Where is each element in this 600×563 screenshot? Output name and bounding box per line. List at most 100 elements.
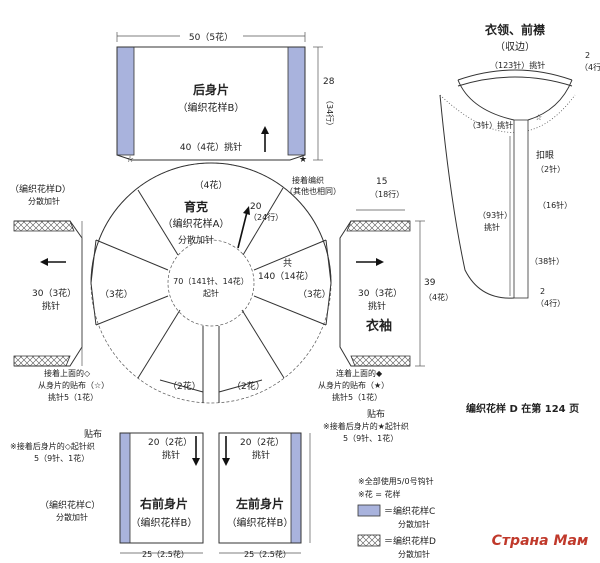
- right-sleeve-top-rows: （18行）: [370, 189, 404, 199]
- yoke-depth-cm: 20: [250, 202, 262, 212]
- right-front-top: 20（2花）: [148, 436, 192, 448]
- right-sleeve-length-cm: 39: [424, 278, 436, 288]
- yoke-title: 育克: [184, 199, 208, 214]
- collar-top-label: （123针）挑针: [490, 60, 545, 70]
- yoke-pattern: （编织花样A）: [163, 217, 230, 230]
- front-band: [513, 119, 529, 299]
- legend-d: ＝编织花样D: [384, 535, 436, 547]
- collar-left-label: （3针）挑针: [468, 120, 513, 130]
- back-height-cm: 28: [323, 77, 335, 87]
- right-front-pattern: （编织花样B）: [131, 516, 198, 529]
- patch-left-note-2: 5（9针、1花）: [34, 453, 89, 463]
- back-panel: 50（5花） 后身片 （编织花样B） 28 （34行） 40（4花）挑针 ☆ ★: [116, 31, 335, 165]
- left-sleeve-cont-1: 接着上面的◇: [44, 368, 91, 378]
- left-front-pickup: 挑针: [252, 449, 270, 461]
- left-sleeve-cont-3: 挑针5（1花）: [48, 392, 98, 402]
- svg-text:★: ★: [299, 155, 307, 165]
- yoke-upper-arc: [90, 162, 332, 284]
- pattern-d-ref: 编织花样 D 在第 124 页: [466, 402, 579, 415]
- flower-note: ※花 = 花样: [358, 489, 401, 499]
- back-height-rows: （34行）: [325, 96, 335, 130]
- left-sleeve-method: 分散加针: [28, 196, 60, 206]
- left-sleeve-pickup: 挑针: [42, 300, 60, 312]
- right-sleeve-cont-3: 挑针5（1花）: [332, 392, 382, 402]
- right-front-title: 右前身片: [139, 496, 188, 511]
- collar-bottom-edge-rows: （4行）: [536, 298, 565, 308]
- back-pickup-label: 40（4花）挑针: [180, 141, 242, 153]
- yoke-top-label: （4花）: [195, 179, 228, 191]
- yoke-center-sub: 起针: [203, 288, 219, 298]
- svg-text:☆: ☆: [535, 113, 542, 122]
- right-sleeve: 15 （18行） 衣袖 30（3花） 挑针 39 （4花） 连着上面的◆ 从身片…: [318, 177, 453, 402]
- buttonhole-stitches: （2针）: [536, 164, 565, 174]
- right-front-pattern-c: （编织花样C）: [40, 499, 100, 511]
- right-sleeve-cont-2: 从身片的贴布（★）: [318, 380, 389, 390]
- hook-note: ※全部使用5/0号钩针: [358, 476, 434, 486]
- left-sleeve-cont-2: 从身片的贴布（☆）: [38, 380, 109, 390]
- front-panels: 贴布 ※接着后身片的◇起针织 5（9针、1花） 贴布 ※接着后身片的★起针织 5…: [10, 408, 409, 559]
- yoke-center-label: 70（141针、14花）: [173, 276, 249, 286]
- patch-right-title: 贴布: [367, 408, 385, 420]
- patch-left-note-1: ※接着后身片的◇起针织: [10, 441, 95, 451]
- right-front-width: 25（2.5花）: [142, 549, 189, 559]
- right-front-arrow: [192, 458, 200, 466]
- right-front-pickup: 挑针: [162, 449, 180, 461]
- back-band-left: [116, 46, 135, 156]
- left-front-pattern: （编织花样B）: [227, 516, 294, 529]
- yoke-inner-circle: [167, 239, 255, 327]
- watermark-logo: Страна Мам: [492, 533, 589, 549]
- legend-d-sub: 分散加针: [398, 549, 430, 559]
- back-width-label: 50（5花）: [189, 31, 233, 43]
- right-sleeve-title: 衣袖: [366, 318, 392, 334]
- collar-edge-rows: （4行）: [580, 62, 600, 72]
- collar-subtitle: （収边）: [495, 41, 535, 53]
- left-sleeve: （编织花样D） 分散加针 30（3花） 挑针 接着上面的◇ 从身片的贴布（☆） …: [10, 183, 109, 402]
- right-front-outline: [119, 432, 204, 544]
- patch-right-note-2: 5（9针、1花）: [343, 433, 398, 443]
- left-sleeve-hatch-top: [13, 220, 75, 232]
- patch-right-note-1: ※接着后身片的★起针织: [323, 421, 409, 431]
- yoke-arrow: [243, 206, 250, 215]
- right-front-band: [119, 432, 131, 544]
- right-sleeve-hatch-bottom: [350, 355, 411, 367]
- back-band-right: [287, 46, 306, 156]
- left-sleeve-width: 30（3花）: [32, 287, 76, 299]
- patch-left-title: 贴布: [84, 428, 102, 440]
- collar-bottom-label: （38针）: [530, 256, 564, 266]
- right-sleeve-width: 30（3花）: [358, 287, 402, 299]
- left-front-outline: [218, 432, 302, 544]
- yoke: （4花） 育克 （编织花样A） 分散加针 20 （24行） 接着编织 （其他也相…: [90, 162, 341, 404]
- yoke-note-2: （其他也相同）: [285, 186, 341, 196]
- left-sleeve-arrow: [40, 258, 48, 266]
- right-sleeve-length-sets: （4花）: [424, 292, 453, 302]
- left-sleeve-hatch-bottom: [13, 355, 71, 367]
- collar-edge-cm: 2: [585, 51, 590, 60]
- right-sleeve-pickup: 挑针: [368, 300, 386, 312]
- collar-bottom-edge-cm: 2: [540, 287, 545, 296]
- yoke-bottom-right: （2花）: [232, 380, 265, 392]
- collar-title: 衣领、前襟: [485, 22, 545, 37]
- legend-d-swatch: [357, 534, 381, 547]
- svg-text:☆: ☆: [126, 155, 134, 165]
- yoke-total-label: 140（14花）: [258, 270, 314, 282]
- right-sleeve-arrow: [376, 258, 384, 266]
- buttonhole-label: 扣眼: [536, 149, 554, 161]
- right-sleeve-outline: [339, 220, 410, 367]
- back-outline: [116, 46, 306, 161]
- yoke-total-prefix: 共: [283, 258, 292, 269]
- right-sleeve-hatch-top: [346, 220, 411, 232]
- collar-front-stitches: （93针）: [478, 210, 512, 220]
- left-front-arrow: [222, 458, 230, 466]
- back-arrow: [261, 126, 269, 134]
- legend-c-swatch: [357, 504, 381, 517]
- yoke-right-section: （3花）: [298, 288, 331, 300]
- back-title: 后身片: [193, 82, 229, 97]
- collar-front-pick: 挑针: [484, 222, 500, 232]
- collar-inner-label: （16针）: [538, 200, 572, 210]
- right-front-method: 分散加针: [56, 512, 88, 522]
- left-sleeve-pattern: （编织花样D）: [10, 183, 71, 195]
- right-sleeve-top-cm: 15: [376, 177, 387, 187]
- yoke-depth-rows: （24行）: [249, 212, 283, 222]
- yoke-bottom-left: （2花）: [168, 380, 201, 392]
